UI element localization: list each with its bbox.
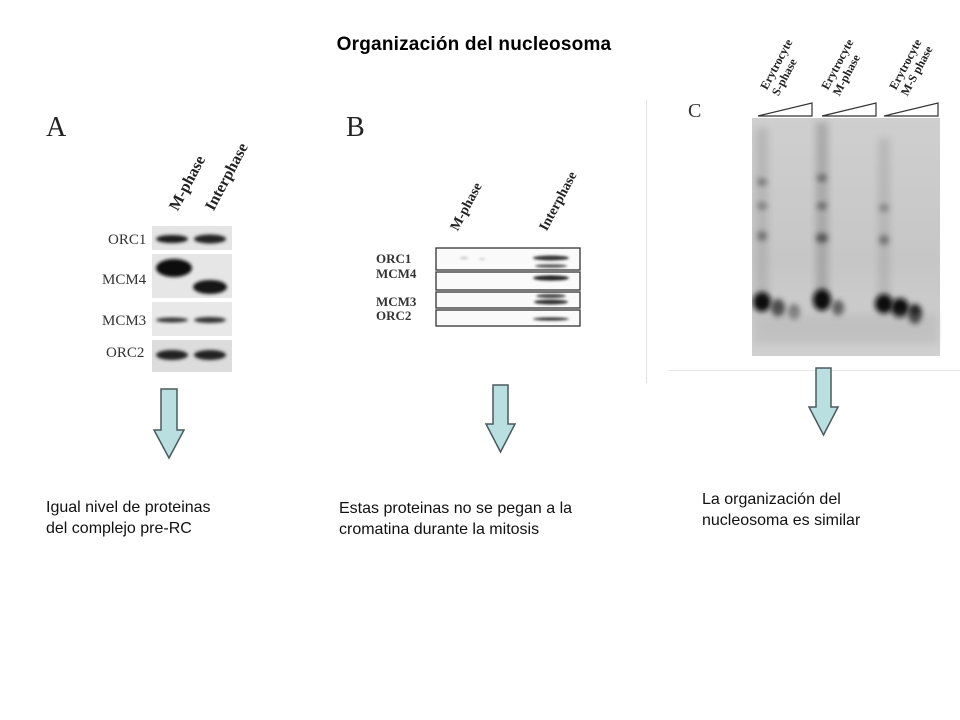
panel-c-down-arrow xyxy=(807,367,840,437)
panel-b-row-mcm4: MCM4 xyxy=(376,266,417,281)
panel-c-concentration-wedges xyxy=(757,102,939,117)
panel-a-row-mcm3: MCM3 xyxy=(102,313,147,329)
caption-a: Igual nivel de proteinas del complejo pr… xyxy=(46,499,211,537)
panel-c-nucleosome-gel xyxy=(752,118,940,356)
panel-a-down-arrow xyxy=(152,388,186,460)
panel-b-lane-interphase: Interphase xyxy=(536,169,581,234)
panel-a-lane-interphase: Interphase xyxy=(202,140,252,214)
page-title: Organización del nucleosoma xyxy=(336,34,612,55)
panel-b-down-arrow xyxy=(484,384,517,454)
panel-b-western-blot xyxy=(435,247,581,327)
panel-b-row-orc2: ORC2 xyxy=(376,308,412,323)
panel-a-letter: A xyxy=(46,112,67,143)
caption-b: Estas proteinas no se pegan a la cromati… xyxy=(339,500,573,538)
panel-c-letter: C xyxy=(688,100,702,122)
panel-a-row-mcm4: MCM4 xyxy=(102,272,147,288)
panel-b-row-mcm3: MCM3 xyxy=(376,294,417,309)
caption-c: La organización del nucleosoma es simila… xyxy=(702,491,861,529)
panel-a-western-blot xyxy=(152,226,232,372)
panel-b-row-orc1: ORC1 xyxy=(376,251,412,266)
panel-b-lane-mphase: M-phase xyxy=(447,180,486,234)
panel-a-row-orc2: ORC2 xyxy=(106,345,145,361)
panel-c-frame-left xyxy=(646,100,647,383)
panel-b-letter: B xyxy=(346,112,365,143)
panel-a-row-orc1: ORC1 xyxy=(108,232,147,248)
panel-c-frame-bottom xyxy=(669,370,960,371)
